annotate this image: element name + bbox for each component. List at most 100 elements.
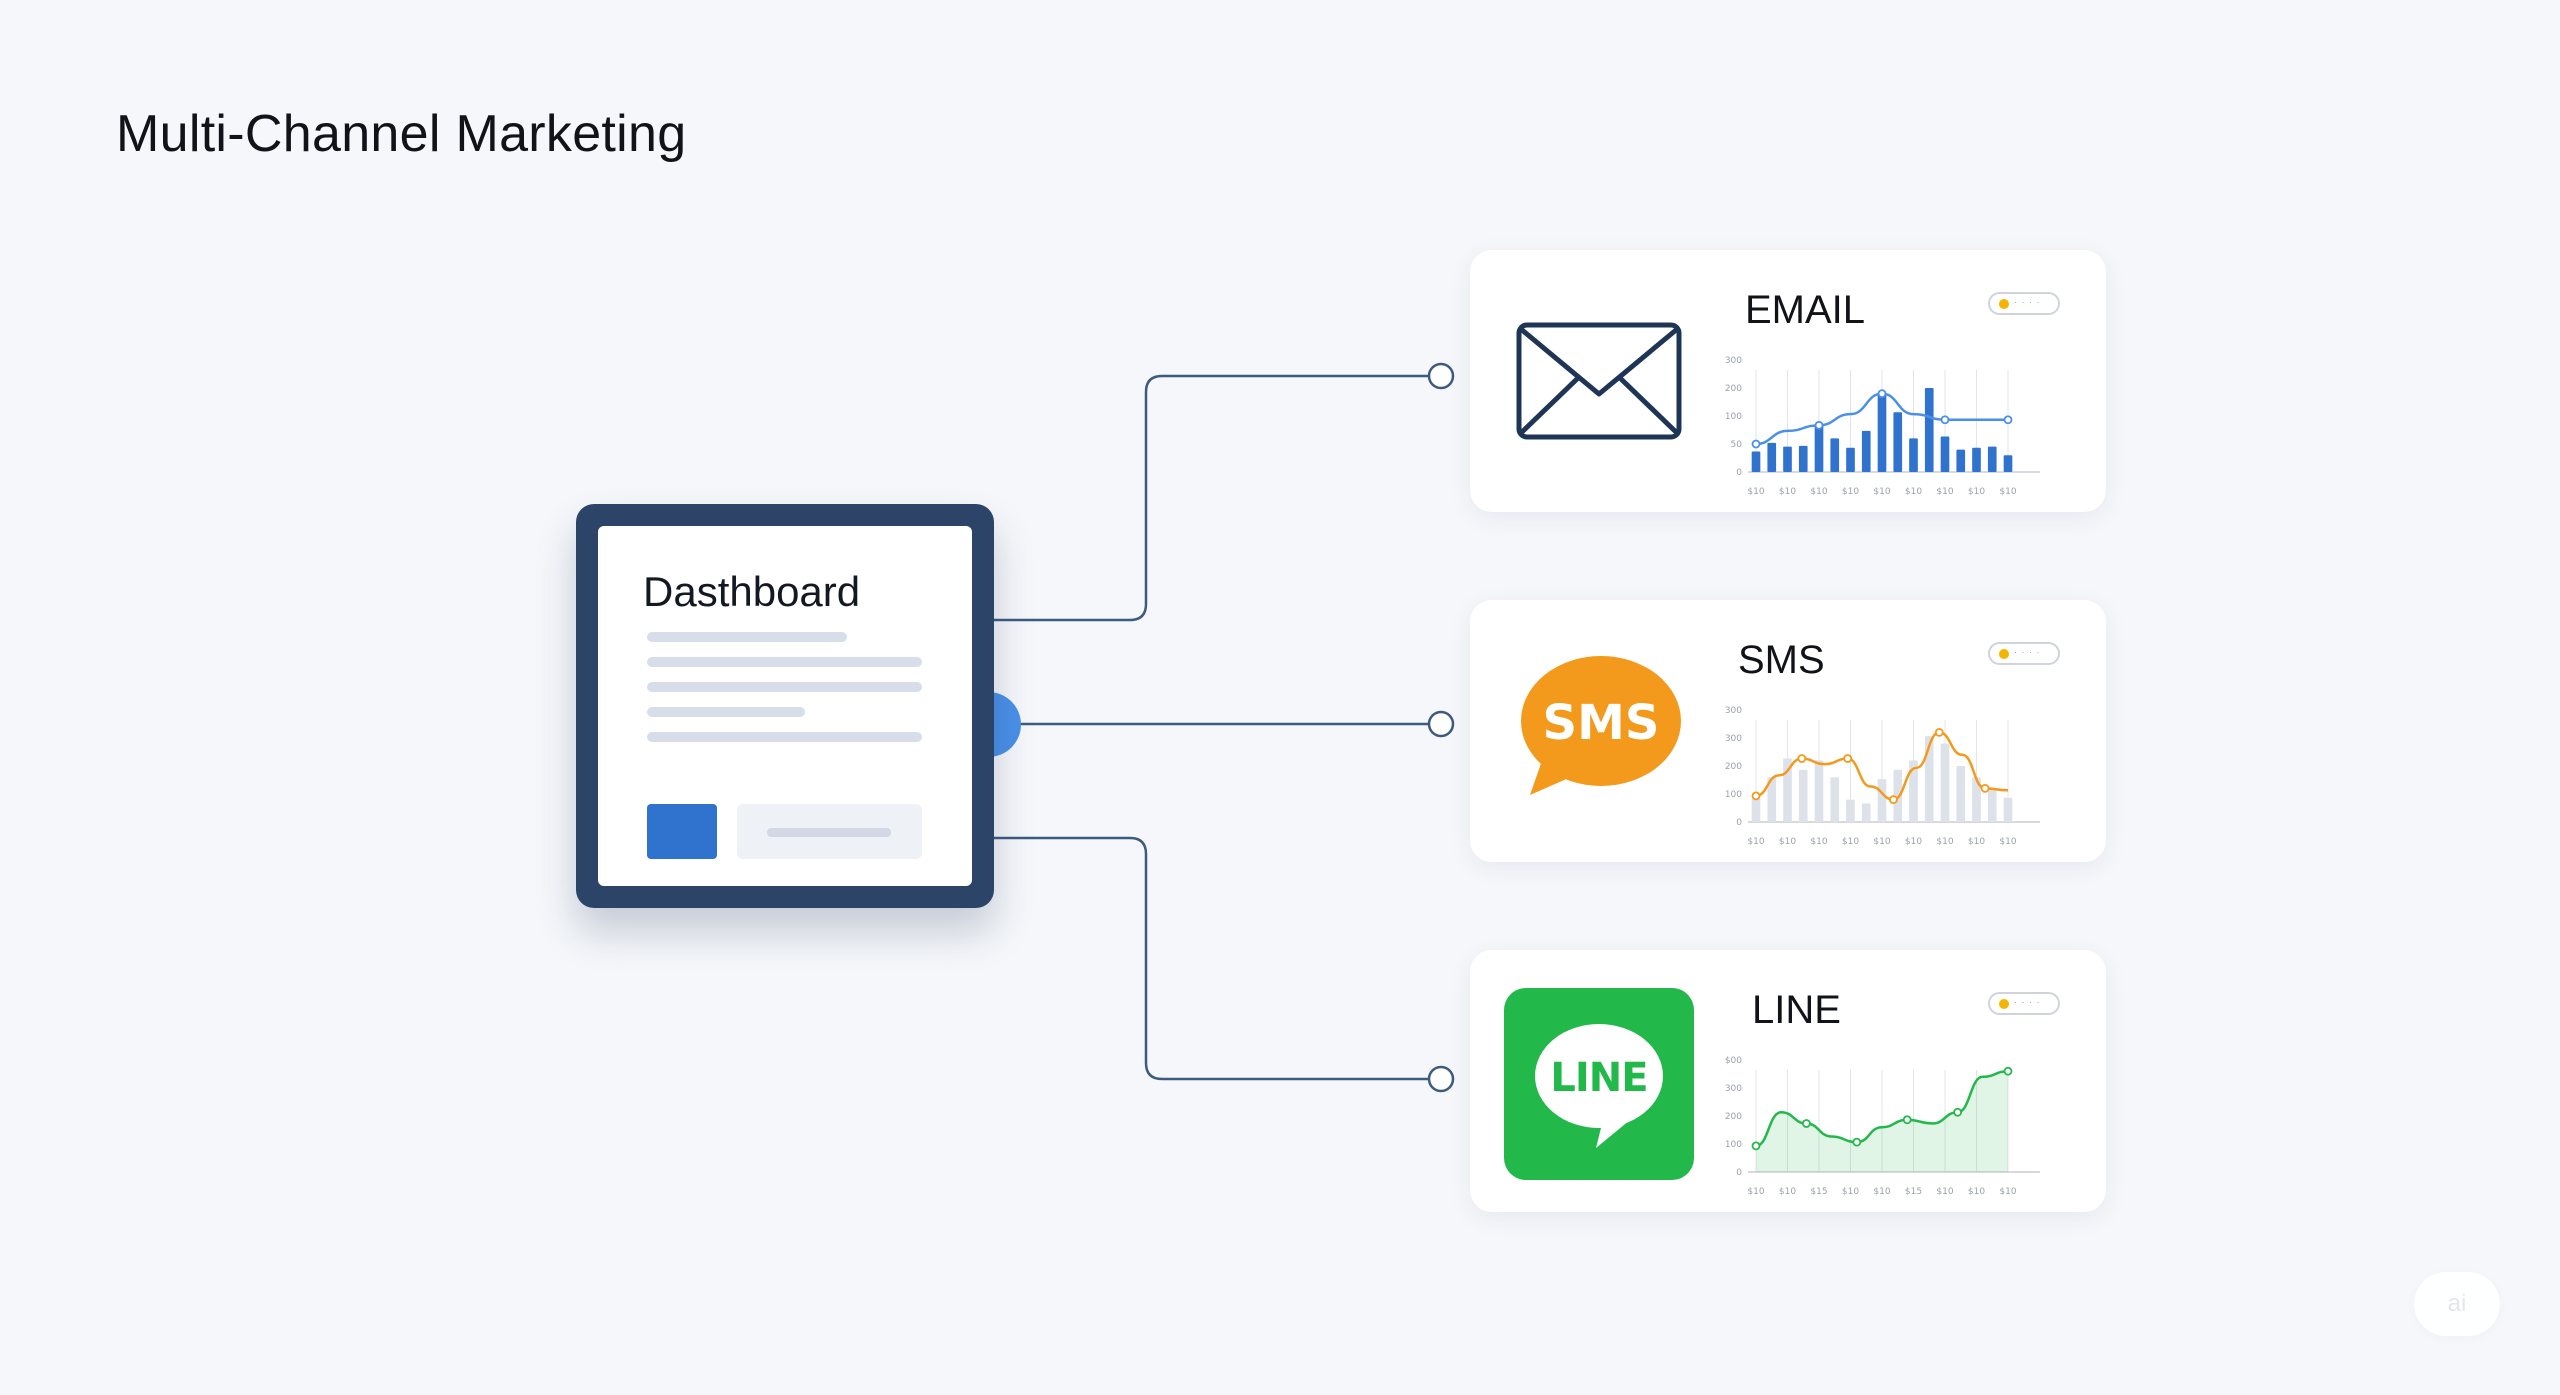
speech-bubble-icon: SMS (1521, 656, 1681, 795)
connector-end-email (1427, 362, 1455, 390)
data-point (1980, 784, 1990, 793)
data-point (1940, 415, 1950, 425)
data-point (2003, 415, 2013, 425)
dashboard-text-line (647, 657, 922, 667)
bar (1924, 736, 1934, 822)
line-icon-label: LINE (1550, 1055, 1647, 1101)
dashboard-text-line (647, 632, 847, 642)
envelope-icon (1516, 322, 1682, 440)
line-app-icon: LINE (1504, 988, 1694, 1180)
bar (1987, 446, 1997, 472)
bar (1751, 795, 1761, 822)
area-fill (1756, 1071, 2008, 1172)
x-tick-label: $10 (1999, 1187, 2016, 1197)
data-point (2003, 1066, 2013, 1076)
y-tick-label: 50 (1731, 440, 1743, 450)
bar (2003, 455, 2013, 472)
connector-email (994, 374, 1428, 622)
bar (1893, 769, 1903, 822)
bar (1940, 743, 1950, 822)
x-tick-label: $10 (1873, 837, 1890, 847)
status-pill[interactable]: · · · · (1988, 642, 2060, 665)
x-tick-label: $15 (1810, 1187, 1827, 1197)
status-dot (1999, 999, 2009, 1009)
status-dot (1999, 649, 2009, 659)
status-pill-text: · · · · (2014, 647, 2041, 657)
status-pill-text: · · · · (2014, 297, 2041, 307)
data-point (1934, 728, 1944, 737)
y-tick-label: $00 (1725, 1056, 1742, 1066)
x-tick-label: $10 (1779, 1187, 1796, 1197)
y-tick-label: 0 (1736, 818, 1742, 828)
status-pill[interactable]: · · · · (1988, 292, 2060, 315)
x-tick-label: $10 (1905, 837, 1922, 847)
dashboard-text-line (647, 682, 922, 692)
x-tick-label: $10 (1810, 837, 1827, 847)
bar (1909, 438, 1918, 472)
y-tick-label: 200 (1725, 762, 1742, 772)
bar (1798, 769, 1808, 822)
x-tick-label: $10 (1936, 1187, 1953, 1197)
dashboard-primary-button[interactable] (647, 804, 717, 859)
data-point (1843, 754, 1853, 763)
x-tick-label: $10 (1747, 487, 1764, 497)
x-tick-label: $10 (1873, 1187, 1890, 1197)
x-tick-label: $10 (1936, 487, 1953, 497)
channel-name: EMAIL (1745, 288, 1866, 332)
x-tick-label: $10 (1999, 837, 2016, 847)
status-pill[interactable]: · · · · (1988, 992, 2060, 1015)
bar (1783, 446, 1792, 472)
y-tick-label: 0 (1736, 1168, 1742, 1178)
dashboard-text-line (647, 732, 922, 742)
connector-line (994, 836, 1428, 1081)
data-point (1852, 1137, 1862, 1147)
watermark-badge: ai (2414, 1272, 2500, 1336)
dashboard-title: Dasthboard (643, 568, 861, 615)
y-tick-label: 300 (1725, 706, 1742, 716)
data-point (1814, 420, 1824, 430)
y-tick-label: 100 (1725, 1140, 1742, 1150)
data-point (1902, 1115, 1912, 1125)
x-tick-label: $10 (1779, 837, 1796, 847)
y-tick-label: 100 (1725, 412, 1742, 422)
data-point (1751, 791, 1761, 801)
channel-name: SMS (1738, 638, 1825, 682)
bar (1972, 447, 1981, 472)
x-tick-label: $10 (1842, 837, 1859, 847)
x-tick-label: $10 (1968, 837, 1985, 847)
x-tick-label: $10 (1968, 1187, 1985, 1197)
series-line (1755, 1069, 2009, 1148)
bar (1767, 777, 1777, 822)
bar (1987, 788, 1997, 822)
channel-name: LINE (1752, 988, 1841, 1032)
x-tick-label: $10 (1905, 487, 1922, 497)
bar (1972, 777, 1981, 822)
bar (1924, 388, 1934, 472)
y-tick-label: 300 (1725, 356, 1742, 366)
x-tick-label: $10 (1747, 1187, 1764, 1197)
bar (1830, 777, 1840, 822)
bar (1767, 442, 1777, 472)
data-point (1751, 1141, 1761, 1151)
status-dot (1999, 299, 2009, 309)
x-tick-label: $10 (1810, 487, 1827, 497)
bar (1830, 438, 1840, 472)
y-tick-label: 300 (1725, 734, 1742, 744)
x-tick-label: $10 (1968, 487, 1985, 497)
bar (1814, 424, 1824, 472)
dashboard-panel[interactable]: Dasthboard (576, 504, 994, 908)
dashboard-screen: Dasthboard (598, 526, 972, 886)
bar (1861, 430, 1871, 472)
dashboard-text-line (647, 707, 805, 717)
connector-end-line (1427, 1065, 1455, 1093)
bar (1877, 393, 1887, 472)
dashboard-secondary-button[interactable] (737, 804, 922, 859)
bar (1861, 803, 1871, 822)
bar (1909, 760, 1918, 822)
